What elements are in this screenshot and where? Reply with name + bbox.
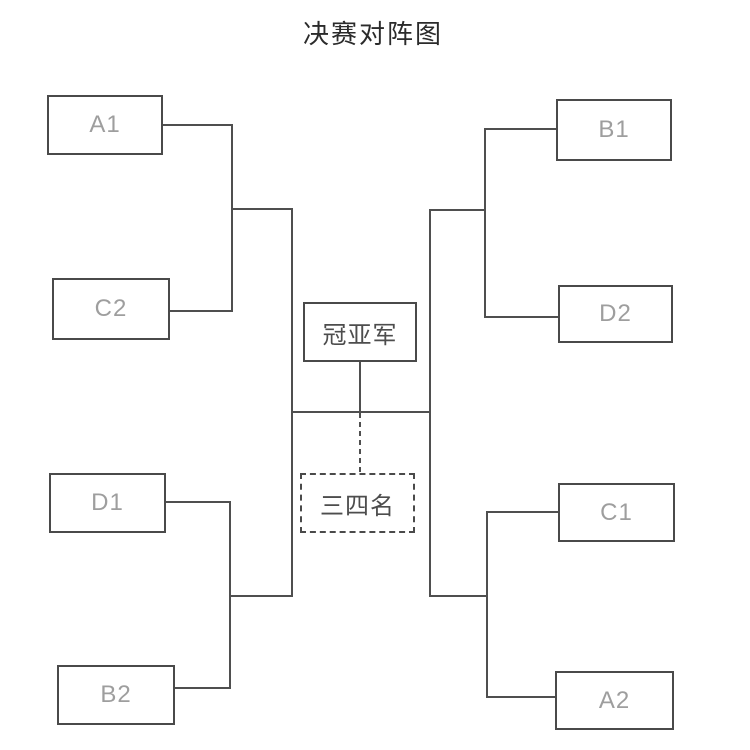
third-place-label: 三四名: [320, 492, 395, 520]
team-box-c2: C2: [52, 278, 170, 340]
diagram-title: 决赛对阵图: [302, 20, 443, 49]
team-label-b2: B2: [100, 681, 132, 708]
team-label-a2: A2: [598, 686, 631, 714]
bracket-lower-left: [166, 501, 231, 689]
team-label-d2: D2: [599, 300, 632, 327]
bracket-upper-left: [163, 124, 233, 312]
team-box-a1: A1: [47, 95, 163, 155]
final-label: 冠亚军: [322, 321, 398, 349]
bracket-lower-right: [486, 511, 558, 698]
bracket-upper-right: [484, 128, 558, 318]
team-label-c1: C1: [600, 498, 633, 526]
team-box-d2: D2: [558, 285, 673, 343]
final-box: 冠亚军: [303, 302, 417, 362]
team-label-a1: A1: [89, 111, 121, 138]
team-label-c2: C2: [94, 295, 128, 322]
team-box-d1: D1: [49, 473, 166, 533]
team-label-d1: D1: [91, 489, 124, 516]
team-label-b1: B1: [598, 116, 630, 143]
third-place-box: 三四名: [300, 473, 415, 533]
team-box-a2: A2: [555, 671, 674, 730]
team-box-c1: C1: [558, 483, 675, 542]
team-box-b2: B2: [57, 665, 175, 725]
team-box-b1: B1: [556, 99, 672, 161]
